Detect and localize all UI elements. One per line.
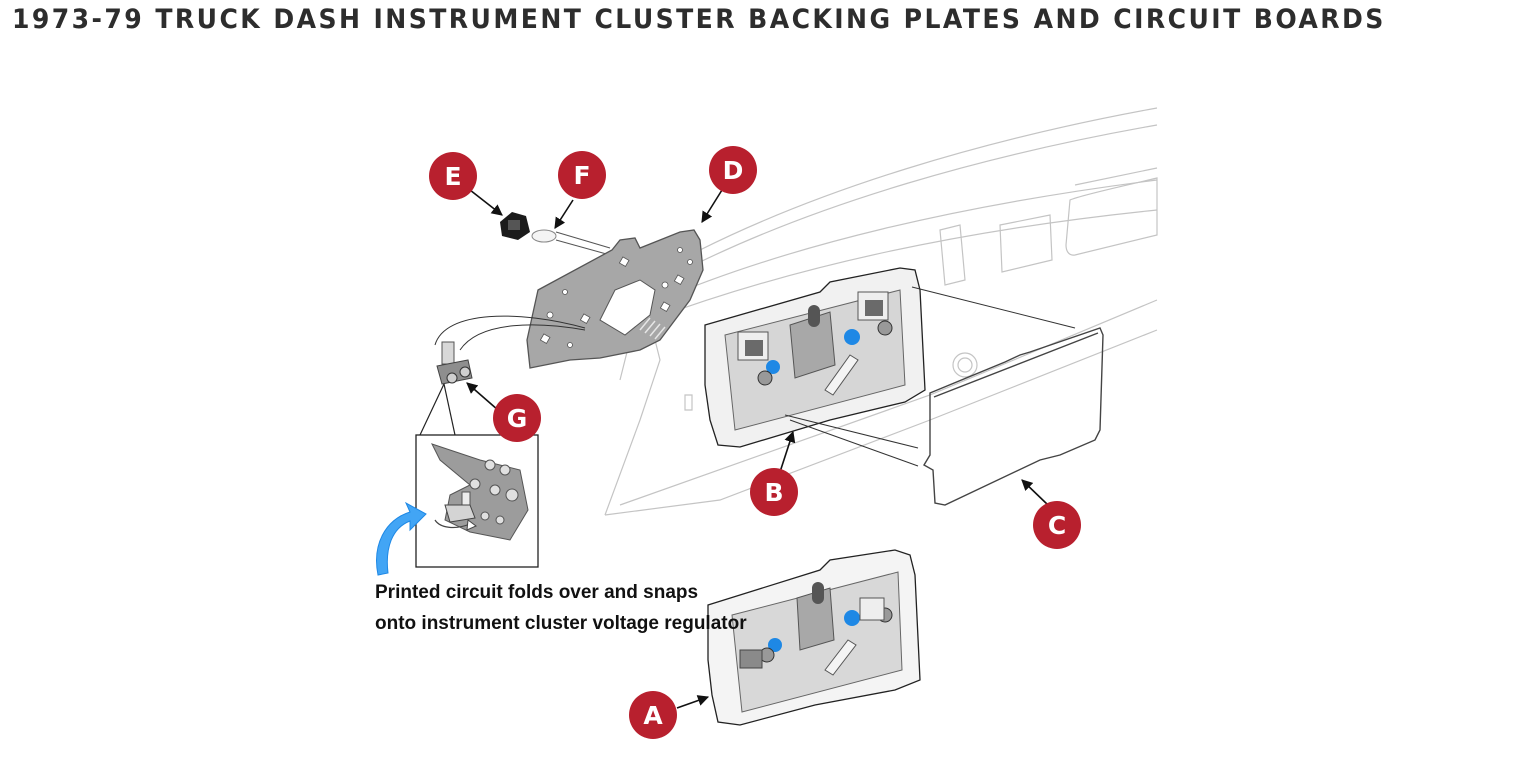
regulator-detail-inset xyxy=(415,383,539,568)
printed-circuit-board-part xyxy=(923,327,1104,506)
bulb-socket-part xyxy=(500,212,530,240)
leader-arrow-b xyxy=(779,430,796,473)
callout-g: G xyxy=(493,394,541,442)
callout-d-label: D xyxy=(723,156,744,185)
voltage-regulator-part xyxy=(436,341,473,385)
backing-plate-part xyxy=(526,229,704,369)
callout-f-label: F xyxy=(573,161,590,190)
callout-e: E xyxy=(429,152,477,200)
cluster-housing-b xyxy=(704,267,1076,467)
callout-c-label: C xyxy=(1048,511,1066,540)
leader-arrow-f xyxy=(554,199,574,229)
leader-arrow-c xyxy=(1021,479,1049,506)
dashboard-outline xyxy=(604,107,1158,516)
callout-b-label: B xyxy=(764,478,783,507)
caption-line-2: onto instrument cluster voltage regulato… xyxy=(375,613,747,634)
callout-d: D xyxy=(709,146,757,194)
callout-b: B xyxy=(750,468,798,516)
callout-g-label: G xyxy=(507,404,528,433)
caption-line-1: Printed circuit folds over and snaps xyxy=(375,582,698,603)
leader-arrow-a xyxy=(676,695,710,709)
leader-arrow-d xyxy=(701,189,723,223)
cluster-housing-a xyxy=(707,549,921,726)
callout-f: F xyxy=(558,151,606,199)
fold-arcs xyxy=(434,315,586,351)
fold-direction-arrow xyxy=(376,501,427,576)
callout-c: C xyxy=(1033,501,1081,549)
page-title: 1973-79 TRUCK DASH INSTRUMENT CLUSTER BA… xyxy=(12,4,1386,35)
callout-a-label: A xyxy=(643,701,663,730)
callout-a: A xyxy=(629,691,677,739)
callout-e-label: E xyxy=(444,162,461,191)
leader-arrows xyxy=(466,189,1049,709)
leader-arrow-e xyxy=(469,189,503,216)
leader-arrow-g xyxy=(466,382,499,411)
bulb-part xyxy=(531,229,611,256)
